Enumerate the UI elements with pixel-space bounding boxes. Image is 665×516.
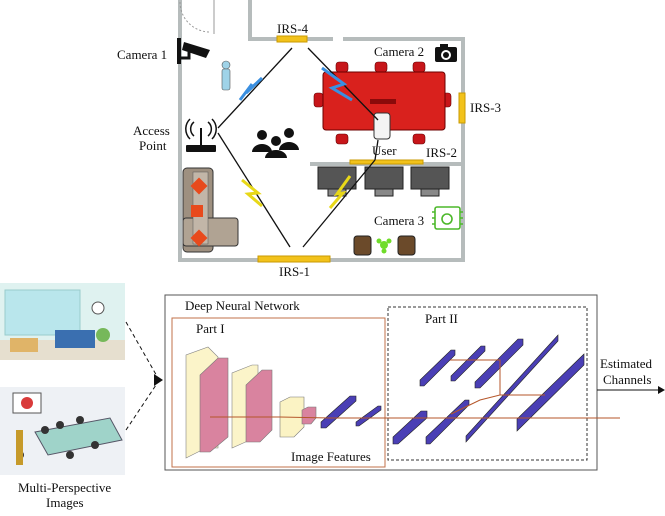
camera-3-icon — [432, 206, 463, 230]
camera-3-label: Camera 3 — [374, 213, 424, 228]
camera-2-label: Camera 2 — [374, 44, 424, 59]
dnn-title: Deep Neural Network — [185, 298, 300, 313]
door-icon — [179, 1, 211, 33]
blue-link-icon-2 — [321, 66, 353, 102]
output-label-2: Channels — [603, 372, 651, 387]
image-living-room — [0, 283, 125, 360]
blue-link-icon — [238, 76, 264, 101]
input-arrowhead — [154, 374, 163, 386]
image-meeting-room — [0, 387, 125, 475]
camera-1-label: Camera 1 — [117, 47, 167, 62]
person-icon — [221, 60, 231, 91]
irs-2-label: IRS-2 — [426, 145, 457, 160]
irs-4-label: IRS-4 — [277, 21, 309, 36]
room-floorplan: IRS-4 IRS-1 IRS-3 IRS-2 Camera 1 Access … — [117, 0, 501, 279]
camera-1-icon — [177, 38, 210, 64]
image-features-label: Image Features — [291, 449, 371, 464]
part-2-box — [387, 306, 588, 461]
output-arrowhead — [658, 386, 665, 394]
desks — [317, 166, 450, 197]
yellow-link-icon — [241, 178, 263, 208]
irs-3-label: IRS-3 — [470, 100, 501, 115]
flow-arrows — [210, 359, 620, 419]
irs-4-panel — [276, 35, 308, 43]
conv-layers — [185, 346, 317, 459]
access-point-label-1: Access — [133, 123, 170, 138]
images-caption-1: Multi-Perspective — [18, 480, 111, 495]
conference-table — [313, 61, 452, 145]
irs-3-panel — [458, 92, 466, 124]
irs-1-label: IRS-1 — [279, 264, 310, 279]
camera-2-icon — [435, 44, 457, 62]
user-label: User — [372, 143, 397, 158]
access-point-icon — [185, 118, 217, 152]
output-label-1: Estimated — [600, 356, 652, 371]
irs-1-panel — [257, 255, 331, 263]
user-phone-icon — [373, 112, 391, 140]
access-point-label-2: Point — [139, 138, 167, 153]
dnn-box — [164, 294, 598, 471]
irs-2-panel — [349, 159, 424, 165]
dense-layers — [320, 334, 585, 445]
image-input-arrows — [125, 321, 159, 431]
sofa-icon — [182, 167, 239, 253]
part-1-label: Part I — [196, 321, 225, 336]
part-2-label: Part II — [425, 311, 458, 326]
part-1-box — [171, 317, 386, 468]
yellow-link-icon-2 — [328, 175, 352, 209]
group-icon — [252, 128, 299, 158]
lounge-chairs — [353, 235, 416, 256]
images-caption-2: Images — [46, 495, 84, 510]
signal-paths — [217, 47, 379, 248]
